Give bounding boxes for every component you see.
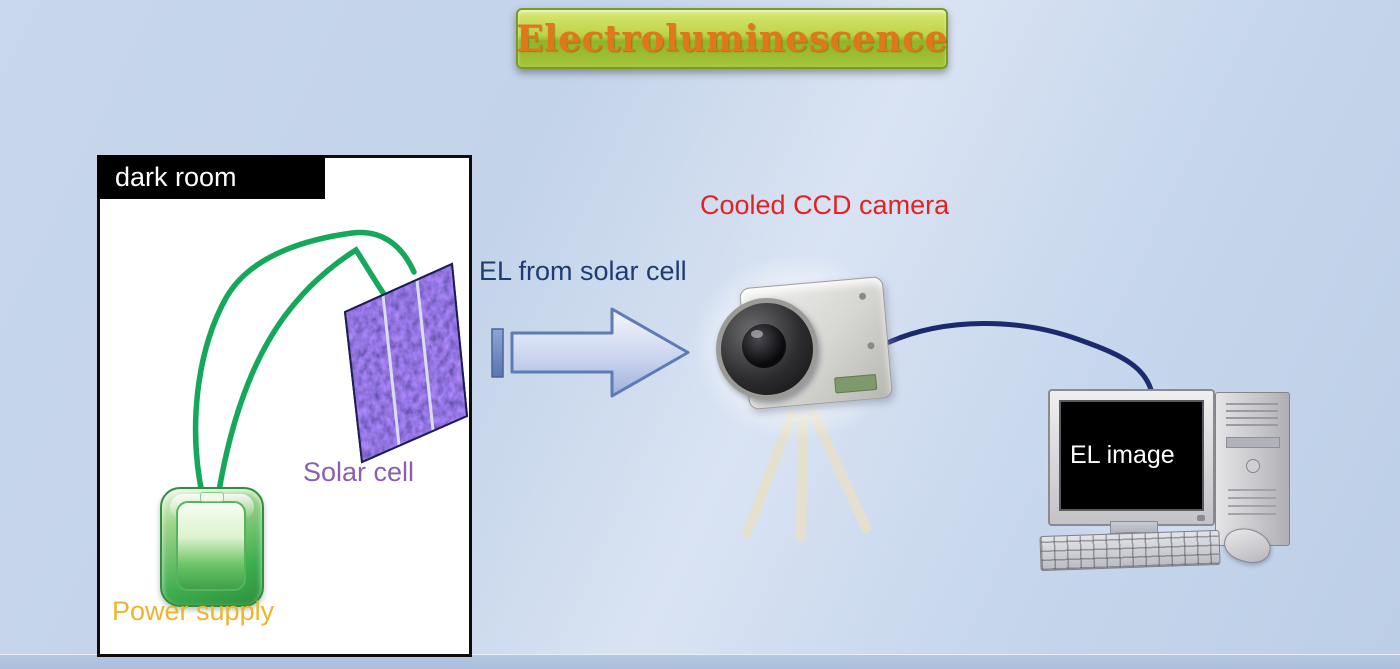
power-supply-cell xyxy=(176,501,246,591)
title-banner: Electroluminescence xyxy=(516,8,948,69)
el-arrow-label: EL from solar cell xyxy=(479,256,687,286)
tower-vents xyxy=(1226,403,1278,429)
camera-lens-inner xyxy=(742,324,786,368)
power-supply-icon xyxy=(160,487,264,607)
tower-power-button-icon xyxy=(1246,459,1260,473)
page-title: Electroluminescence xyxy=(516,17,948,60)
camera-screw-icon xyxy=(867,341,875,350)
monitor-button-icon xyxy=(1197,515,1205,521)
el-image-label: EL image xyxy=(1070,441,1175,469)
dark-room-box: dark room xyxy=(97,155,472,657)
keyboard xyxy=(1039,529,1221,572)
camera-lens-glint xyxy=(751,330,763,338)
camera-pcb xyxy=(834,373,878,394)
el-arrow-body xyxy=(510,307,690,398)
power-supply-cap xyxy=(200,492,224,502)
solar-cell-label: Solar cell xyxy=(303,457,415,487)
dark-room-label: dark room xyxy=(97,155,325,199)
el-arrow xyxy=(491,307,690,398)
computer-tower xyxy=(1215,392,1290,546)
power-supply-label: Power supply xyxy=(112,596,275,626)
ccd-camera-label: Cooled CCD camera xyxy=(700,190,950,220)
bottom-edge xyxy=(0,654,1400,669)
tower-drive-bay xyxy=(1226,437,1280,448)
tower-lower-vents xyxy=(1228,489,1276,519)
dark-room-label-text: dark room xyxy=(115,161,237,192)
camera-lens-icon xyxy=(716,298,818,400)
camera-screw-icon xyxy=(858,292,867,301)
el-arrow-tail xyxy=(491,328,504,378)
monitor-screen: EL image xyxy=(1059,400,1204,511)
monitor: EL image xyxy=(1048,389,1215,526)
